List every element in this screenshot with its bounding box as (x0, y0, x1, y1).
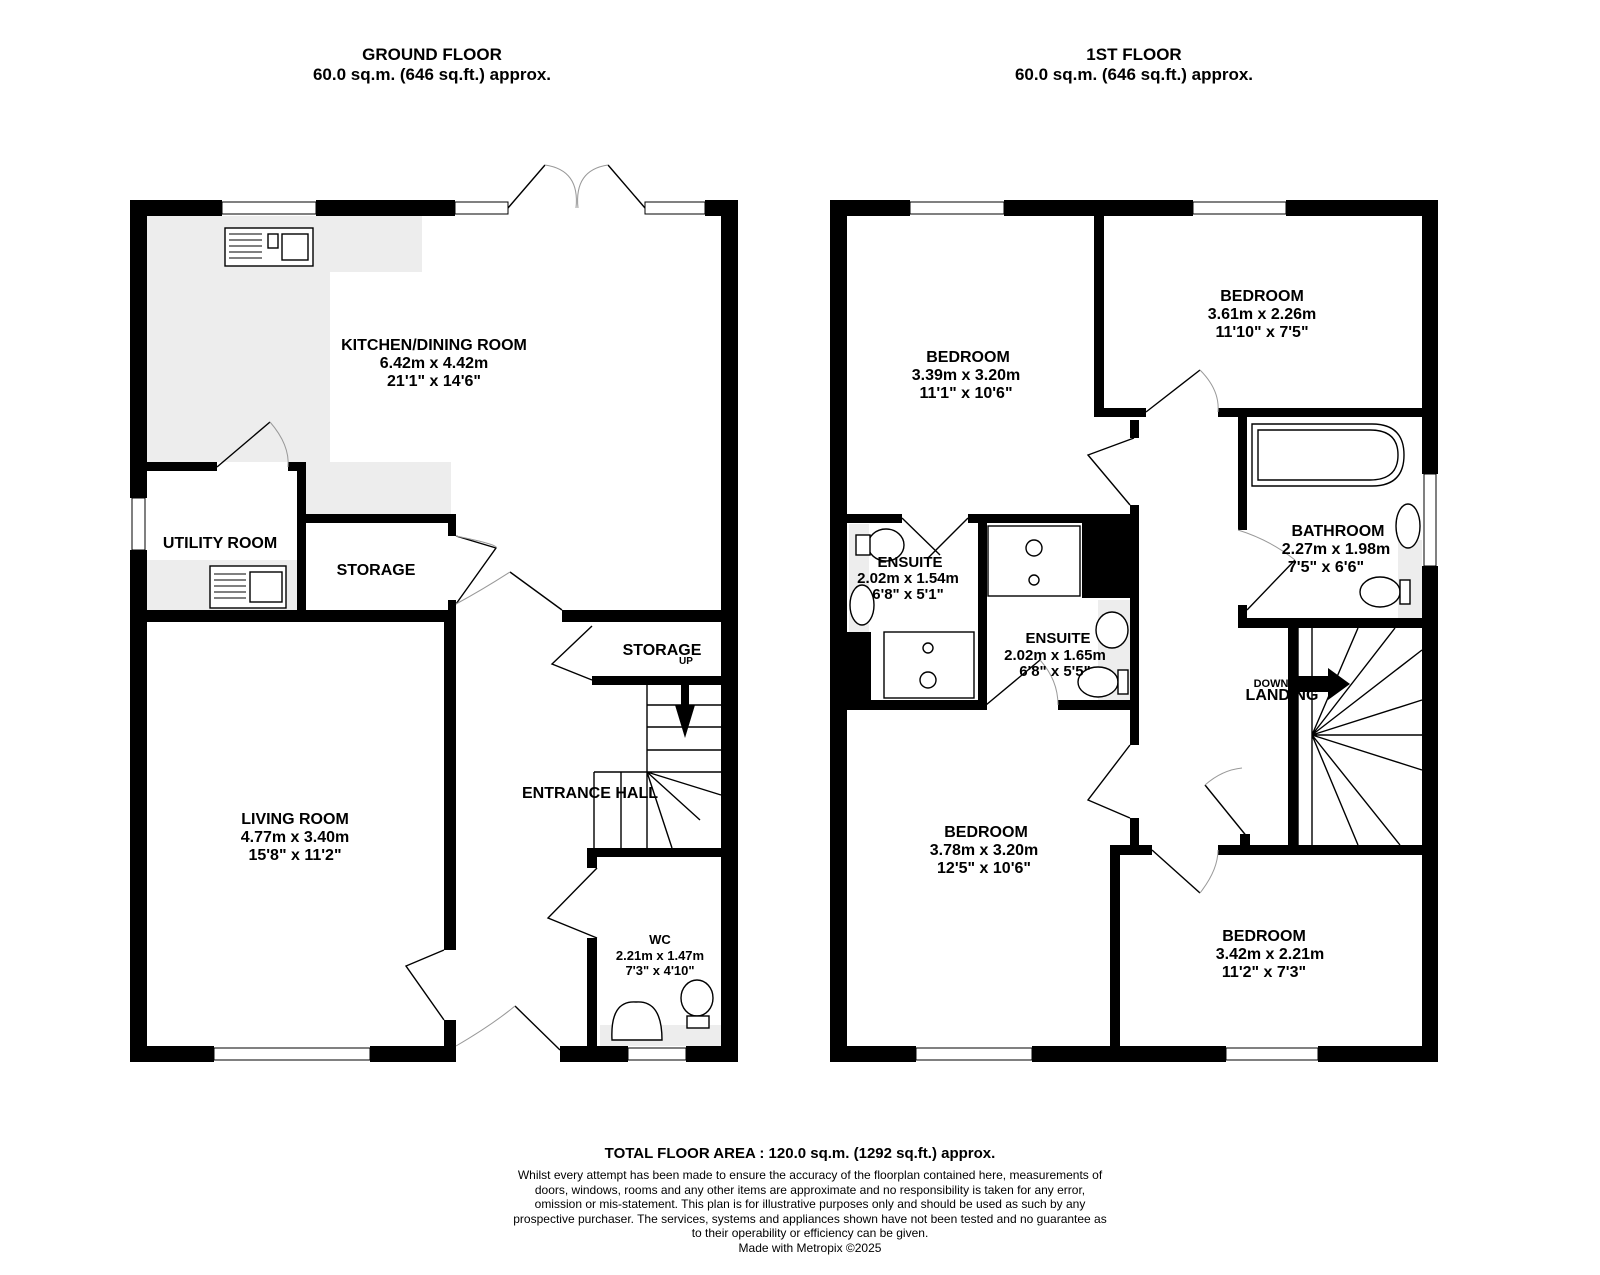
room-dimensions: 6'8" x 5'5" (1019, 663, 1090, 680)
stairs-up-label: UP (679, 656, 693, 667)
room-label-bedroom: BEDROOM (1220, 288, 1304, 305)
window (221, 201, 317, 215)
room-dimensions: 2.02m x 1.54m (857, 570, 959, 587)
total-floor-area: TOTAL FLOOR AREA : 120.0 sq.m. (1292 sq.… (604, 1145, 996, 1162)
room-dimensions: 11'2" x 7'3" (1222, 964, 1306, 981)
credit: Made with Metropix ©2025 (738, 1240, 882, 1255)
window (915, 1047, 1033, 1061)
kitchen-counter (147, 216, 422, 462)
first-floor-area: 60.0 sq.m. (646 sq.ft.) approx. (1015, 65, 1253, 84)
wc-basin-icon (611, 1001, 663, 1041)
room-dimensions: 4.77m x 3.40m (241, 829, 350, 846)
window (1192, 201, 1287, 215)
room-label-bedroom: BEDROOM (926, 349, 1010, 366)
window (1423, 473, 1437, 567)
shower-icon (883, 631, 975, 699)
room-dimensions: 3.42m x 2.21m (1216, 946, 1325, 963)
staircase (1297, 627, 1423, 846)
room-label-hall: ENTRANCE HALL (522, 785, 658, 802)
ground-floor-plan: KITCHEN/DINING ROOM 6.42m x 4.42m 21'1" … (130, 164, 738, 1062)
room-dimensions: 6'8" x 5'1" (872, 586, 943, 603)
room-dimensions: 3.39m x 3.20m (912, 367, 1021, 384)
stairs-down-label: DOWN (1254, 678, 1289, 690)
room-dimensions: 11'1" x 10'6" (919, 385, 1012, 402)
room-label-storage: STORAGE (623, 642, 702, 659)
window (454, 201, 509, 215)
toilet-icon (1077, 666, 1129, 698)
french-doors (507, 164, 646, 209)
room-dimensions: 6.42m x 4.42m (380, 355, 489, 372)
toilet-icon (855, 528, 905, 562)
basin-icon (1395, 503, 1421, 549)
shower-icon (987, 525, 1081, 597)
ground-floor-area: 60.0 sq.m. (646 sq.ft.) approx. (313, 65, 551, 84)
utility-sink-icon (209, 565, 287, 609)
toilet-icon (680, 979, 714, 1029)
basin-icon (849, 584, 875, 626)
stair-arrow-icon (1296, 668, 1350, 700)
first-floor-plan: BEDROOM 3.39m x 3.20m 11'1" x 10'6" BEDR… (830, 200, 1438, 1062)
room-label-kitchen: KITCHEN/DINING ROOM (341, 337, 527, 354)
room-label-ensuite: ENSUITE (1025, 630, 1090, 647)
bath-icon (1251, 423, 1405, 487)
basin-icon (1095, 611, 1129, 649)
window (644, 201, 706, 215)
kitchen-sink-icon (224, 227, 314, 267)
stair-arrow-icon (681, 685, 689, 707)
window (627, 1047, 687, 1061)
room-dimensions: 3.61m x 2.26m (1208, 306, 1317, 323)
room-dimensions: 12'5" x 10'6" (937, 860, 1031, 877)
room-dimensions: 2.21m x 1.47m (616, 948, 704, 963)
room-label-bathroom: BATHROOM (1291, 523, 1384, 540)
room-dimensions: 21'1" x 14'6" (387, 373, 481, 390)
room-dimensions: 7'3" x 4'10" (625, 963, 694, 978)
room-label-utility: UTILITY ROOM (163, 535, 277, 552)
room-dimensions: 2.02m x 1.65m (1004, 647, 1106, 664)
room-dimensions: 11'10" x 7'5" (1215, 324, 1308, 341)
window (1225, 1047, 1319, 1061)
staircase (593, 685, 722, 849)
room-label-ensuite: ENSUITE (877, 554, 942, 571)
window (909, 201, 1005, 215)
room-label-bedroom: BEDROOM (1222, 928, 1306, 945)
room-dimensions: 3.78m x 3.20m (930, 842, 1039, 859)
room-dimensions: 15'8" x 11'2" (248, 847, 341, 864)
room-dimensions: 7'5" x 6'6" (1288, 559, 1364, 576)
room-label-landing: LANDING (1246, 687, 1319, 704)
toilet-icon (1359, 576, 1411, 608)
room-label-bedroom: BEDROOM (944, 824, 1028, 841)
first-floor-title: 1ST FLOOR (1086, 45, 1181, 64)
room-label-storage: STORAGE (337, 562, 416, 579)
ground-floor-title: GROUND FLOOR (362, 45, 502, 64)
window (213, 1047, 371, 1061)
room-dimensions: 2.27m x 1.98m (1282, 541, 1391, 558)
disclaimer-text: Whilst every attempt has been made to en… (513, 1168, 1107, 1240)
room-label-living: LIVING ROOM (241, 811, 349, 828)
room-label-wc: WC (649, 932, 671, 947)
disclaimer: Whilst every attempt has been made to en… (510, 1168, 1110, 1255)
window (131, 497, 146, 551)
